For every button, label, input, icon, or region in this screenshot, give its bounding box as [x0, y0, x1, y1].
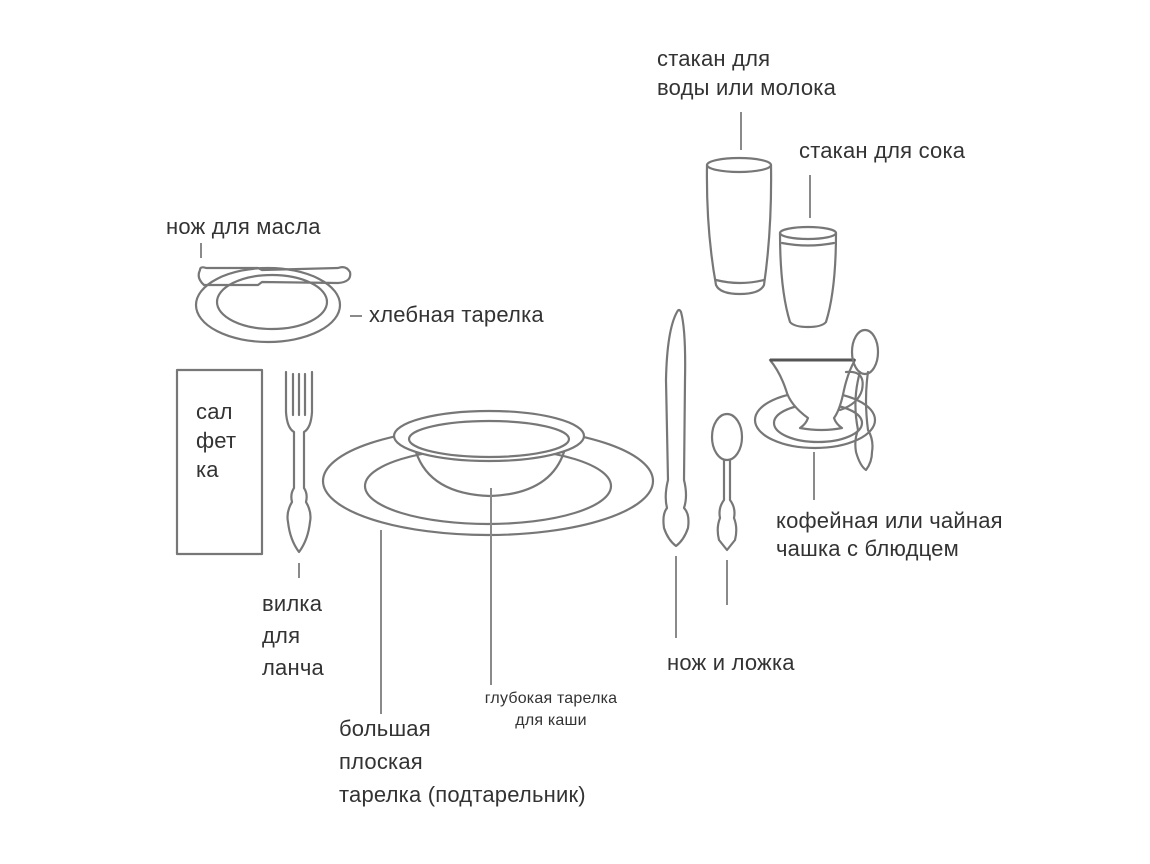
label-butter-knife: нож для масла: [166, 214, 321, 239]
napkin-label: сал фет ка: [196, 397, 236, 484]
label-line: кофейная или чайная: [776, 508, 1003, 533]
label-line: стакан для: [657, 46, 771, 71]
label-line: большая: [339, 716, 431, 741]
napkin-icon: [175, 368, 264, 556]
label-juice-glass: стакан для сока: [799, 138, 966, 163]
label-line: вилка: [262, 591, 323, 616]
cup-saucer-icon: [753, 358, 877, 450]
label-line: тарелка (подтарельник): [339, 782, 586, 807]
teaspoon-icon: [850, 328, 880, 472]
juice-glass-icon: [778, 225, 838, 329]
label-line: плоская: [339, 749, 423, 774]
label-lunch-fork: вилка для ланча: [262, 588, 324, 684]
label-knife-and-spoon: нож и ложка: [667, 650, 795, 675]
label-cup-saucer: кофейная или чайная чашка с блюдцем: [776, 507, 1003, 563]
label-water-glass: стакан для воды или молока: [657, 44, 836, 102]
fork-icon: [284, 370, 314, 554]
label-line: воды или молока: [657, 75, 837, 100]
label-charger-plate: большая плоская тарелка (подтарельник): [339, 712, 586, 811]
label-line: для каши: [515, 712, 587, 729]
label-bread-plate: хлебная тарелка: [369, 302, 544, 327]
label-porridge-bowl: глубокая тарелка для каши: [458, 688, 644, 732]
label-line: глубокая тарелка: [484, 690, 618, 707]
porridge-bowl-icon: [392, 409, 586, 498]
label-line: ланча: [262, 655, 324, 680]
water-glass-icon: [705, 156, 773, 296]
dinner-knife-icon: [662, 308, 690, 548]
label-line: для: [262, 623, 301, 648]
label-line: чашка с блюдцем: [776, 536, 959, 561]
napkin-label-line: фет: [196, 428, 237, 453]
bread-plate-icon: [194, 266, 342, 344]
spoon-icon: [710, 412, 744, 552]
napkin-label-line: ка: [196, 457, 219, 482]
butter-knife-icon: [197, 266, 352, 287]
napkin-label-line: сал: [196, 399, 233, 424]
